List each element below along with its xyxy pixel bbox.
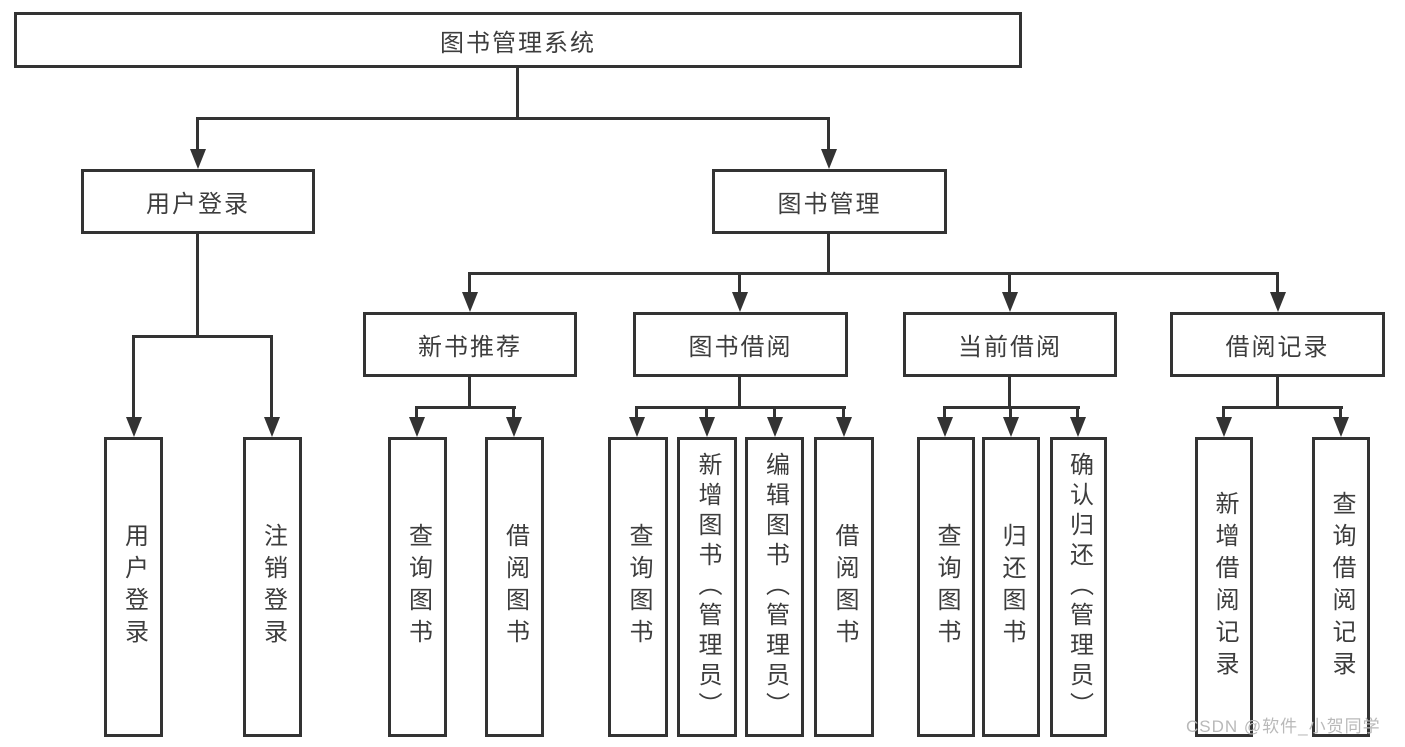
connector-drop-br-add [1222, 406, 1225, 420]
arrowhead-new-book-icon [462, 292, 478, 312]
connector-root-stem [516, 68, 519, 118]
arrowhead-cb-confirm-icon [1070, 417, 1086, 437]
connector-drop-nb-borrow [512, 406, 515, 420]
connector-drop-cb-query [943, 406, 946, 420]
arrowhead-book-management-icon [821, 149, 837, 169]
connector-root-branch [197, 117, 830, 120]
node-book-borrow: 图书借阅 [633, 312, 848, 377]
arrowhead-leaf-logout-icon [264, 417, 280, 437]
arrowhead-book-borrow-icon [732, 292, 748, 312]
connector-drop-book-borrow [738, 272, 741, 295]
arrowhead-br-add-icon [1216, 417, 1232, 437]
connector-drop-leaf-logout [270, 335, 273, 420]
connector-drop-bb-query [635, 406, 638, 420]
leaf-nb-query-books: 查询图书 [388, 437, 447, 737]
arrowhead-current-borrow-icon [1002, 292, 1018, 312]
arrowhead-cb-return-icon [1003, 417, 1019, 437]
arrowhead-user-login-icon [190, 149, 206, 169]
connector-user-login-stem [196, 234, 199, 338]
csdn-watermark: CSDN @软件_小贺同学 [1186, 717, 1381, 736]
connector-book-management-branch [469, 272, 1279, 275]
connector-book-borrow-branch [636, 406, 846, 409]
node-borrow-record: 借阅记录 [1170, 312, 1385, 377]
node-current-borrow: 当前借阅 [903, 312, 1117, 377]
leaf-bb-add-books-admin: 新增图书（管理员） [677, 437, 737, 737]
leaf-br-query-borrow-record: 查询借阅记录 [1312, 437, 1370, 737]
arrowhead-bb-borrow-icon [836, 417, 852, 437]
connector-drop-cb-confirm [1076, 406, 1079, 420]
leaf-cb-confirm-return-admin: 确认归还（管理员） [1050, 437, 1107, 737]
connector-drop-nb-query [415, 406, 418, 420]
connector-drop-bb-add [705, 406, 708, 420]
arrowhead-leaf-user-login-icon [126, 417, 142, 437]
leaf-bb-edit-books-admin: 编辑图书（管理员） [745, 437, 804, 737]
node-book-management: 图书管理 [712, 169, 947, 234]
arrowhead-nb-query-icon [409, 417, 425, 437]
arrowhead-cb-query-icon [937, 417, 953, 437]
arrowhead-bb-edit-icon [767, 417, 783, 437]
connector-new-book-stem [468, 377, 471, 409]
connector-current-borrow-branch [944, 406, 1080, 409]
connector-user-login-branch [133, 335, 273, 338]
arrowhead-bb-query-icon [629, 417, 645, 437]
node-user-login: 用户登录 [81, 169, 315, 234]
leaf-user-login: 用户登录 [104, 437, 163, 737]
arrowhead-borrow-record-icon [1270, 292, 1286, 312]
connector-drop-new-book [468, 272, 471, 295]
leaf-logout: 注销登录 [243, 437, 302, 737]
connector-drop-br-query [1339, 406, 1342, 420]
connector-book-management-stem [827, 234, 830, 275]
connector-borrow-record-branch [1223, 406, 1343, 409]
connector-book-borrow-stem [738, 377, 741, 409]
arrowhead-bb-add-icon [699, 417, 715, 437]
connector-drop-borrow-record [1276, 272, 1279, 295]
leaf-nb-borrow-books: 借阅图书 [485, 437, 544, 737]
connector-drop-current-borrow [1008, 272, 1011, 295]
node-library-management-system: 图书管理系统 [14, 12, 1022, 68]
leaf-cb-query-books: 查询图书 [917, 437, 975, 737]
leaf-cb-return-books: 归还图书 [982, 437, 1040, 737]
connector-new-book-branch [416, 406, 516, 409]
leaf-bb-borrow-books: 借阅图书 [814, 437, 874, 737]
connector-drop-book-management [827, 117, 830, 152]
leaf-br-add-borrow-record: 新增借阅记录 [1195, 437, 1253, 737]
connector-drop-bb-edit [773, 406, 776, 420]
connector-drop-leaf-user-login [132, 335, 135, 420]
node-new-book-recommend: 新书推荐 [363, 312, 577, 377]
connector-drop-user-login [196, 117, 199, 152]
connector-drop-cb-return [1009, 406, 1012, 420]
connector-borrow-record-stem [1276, 377, 1279, 409]
leaf-bb-query-books: 查询图书 [608, 437, 668, 737]
connector-drop-bb-borrow [842, 406, 845, 420]
connector-current-borrow-stem [1008, 377, 1011, 409]
arrowhead-nb-borrow-icon [506, 417, 522, 437]
arrowhead-br-query-icon [1333, 417, 1349, 437]
